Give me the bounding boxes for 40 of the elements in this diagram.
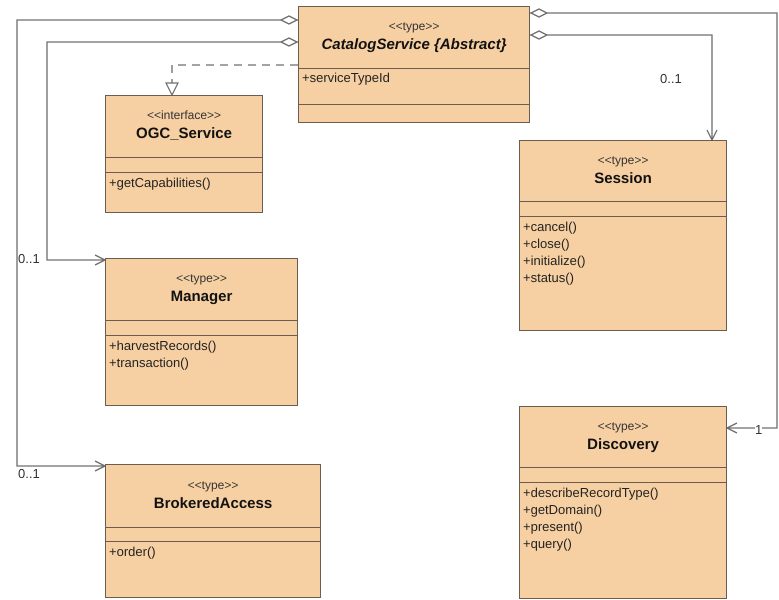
multiplicity-label: 0..1 — [18, 252, 40, 265]
stereotype-label: <<interface>> — [146, 109, 222, 122]
attribute-text: +serviceTypeId — [302, 69, 391, 86]
association-arrow — [530, 8, 778, 434]
operation-text: +order() — [109, 543, 157, 560]
stereotype-label: <<type>> — [388, 20, 440, 32]
operation-text: +status() — [523, 269, 575, 286]
operation-text: +harvestRecords() — [109, 337, 218, 354]
class-name: Session — [594, 170, 652, 188]
class-name: Discovery — [587, 436, 659, 454]
class-box — [105, 464, 321, 598]
realization-arrow — [165, 64, 298, 96]
multiplicity-label: 0..1 — [660, 72, 682, 85]
operation-text: +describeRecordType() — [523, 484, 660, 501]
class-box — [298, 6, 530, 123]
class-name: BrokeredAccess — [154, 494, 272, 514]
class-name: CatalogService {Abstract} — [321, 36, 507, 55]
stereotype-label: <<type>> — [188, 478, 238, 491]
operation-text: +getCapabilities() — [109, 174, 212, 191]
class-box — [519, 140, 727, 331]
operation-text: +cancel() — [523, 218, 578, 235]
operation-text: +initialize() — [523, 252, 586, 269]
operation-text: +close() — [523, 235, 571, 252]
class-box — [105, 258, 298, 406]
multiplicity-label: 1 — [755, 423, 762, 436]
operation-text: +present() — [523, 518, 584, 535]
stereotype-label: <<type>> — [598, 154, 648, 166]
multiplicity-label: 0..1 — [18, 467, 40, 480]
class-box — [105, 95, 263, 213]
stereotype-label: <<type>> — [598, 420, 648, 432]
association-arrow — [16, 15, 298, 472]
association-arrow — [46, 37, 298, 266]
operation-text: +getDomain() — [523, 501, 604, 518]
class-box — [519, 406, 727, 599]
stereotype-label: <<type>> — [176, 272, 227, 284]
operation-text: +query() — [523, 535, 573, 552]
class-name: OGC_Service — [136, 125, 232, 144]
operation-text: +transaction() — [109, 354, 190, 371]
association-arrow — [530, 30, 718, 141]
class-name: Manager — [170, 288, 232, 307]
